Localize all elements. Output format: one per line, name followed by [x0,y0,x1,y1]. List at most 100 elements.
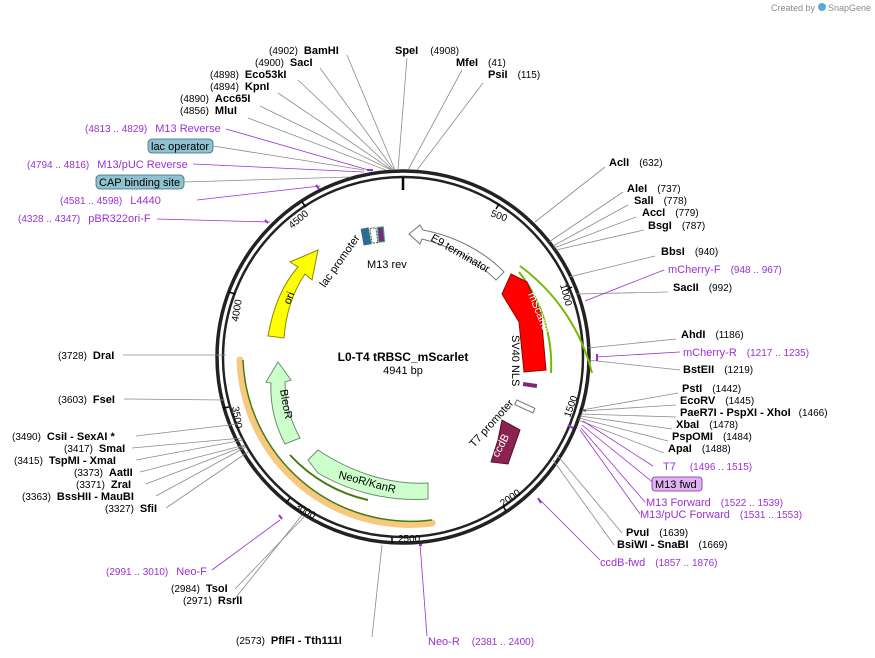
plasmid-length: 4941 bp [383,365,423,377]
primer-name-m13-reverse: M13 Reverse [155,123,220,135]
primer-pos-m13puc-reverse: (4794 .. 4816) [27,160,89,171]
primer-name-neo-f: Neo-F [176,566,207,578]
feature-label-sv40-nls: SV40 NLS [509,335,521,386]
site-pos-aatii: (3373) [74,468,103,479]
site-name-pvui: PvuI [626,527,649,539]
svg-text:(4894)KpnI: (4894) KpnI [210,81,269,93]
primer-pos-neo-r: (2381 .. 2400) [472,637,534,648]
primer-name-ccdb-fwd: ccdB-fwd [600,557,645,569]
site-name-smai: SmaI [99,443,125,455]
feature-label-m13-rev: M13 rev [367,259,407,271]
svg-text:AccI(779): AccI(779) [642,207,699,219]
feature-ccdb[interactable] [490,419,521,465]
site-name-mfei: MfeI [456,57,478,69]
feature-label-lac-promoter: lac promoter [318,232,363,289]
feature-sv40-nls[interactable] [522,382,538,388]
site-name-kpni: KpnI [245,81,269,93]
feature-mscarlet[interactable] [501,273,547,373]
tick-mark-2000 [502,505,507,512]
svg-text:MfeI(41): MfeI(41) [456,57,506,69]
site-name-mlui: MluI [215,105,237,117]
m13-fwd-box[interactable] [651,476,703,492]
site-pos-bsshii: (3363) [22,492,51,503]
svg-text:(4898)Eco53kI: (4898)Eco53kI [210,69,287,81]
primer-pos-mcherry-f: (948 .. 967) [731,265,782,276]
primer-pos-t7: (1496 .. 1515) [690,462,752,473]
svg-text:mCherry-F(948 .. 967): mCherry-F (948 .. 967) [668,264,782,276]
feature-lac-promoter-block[interactable] [369,227,379,244]
feature-m13-rev-block[interactable] [376,226,386,243]
site-pos-kpni: (4894) [210,82,239,93]
primer-ticks [264,169,598,546]
site-name-sali: SalI [634,195,654,207]
site-name-csii: CsiI - SexAI * [47,431,116,443]
primer-pos-neo-f: (2991 .. 3010) [106,567,168,578]
site-pos-smai: (3417) [64,444,93,455]
site-pos-psii: (115) [518,70,541,81]
site-name-paer7i: PaeR7I - PspXI - XhoI [680,407,791,419]
site-pos-acc65i: (4890) [180,94,209,105]
primer-pos-pbr322ori-f: (4328 .. 4347) [18,214,80,225]
site-name-bsshii: BssHII - MauBI [57,491,134,503]
primer-name-pbr322ori-f: pBR322ori-F [88,213,151,225]
feature-bleor[interactable] [265,361,301,445]
arc-mscarlet-top [519,265,593,374]
svg-text:(3728)DraI: (3728)DraI [58,350,114,362]
feature-label-ori: ori [282,290,298,306]
site-pos-mlui: (4856) [180,106,209,117]
primer-name-m13puc-reverse: M13/pUC Reverse [97,159,187,171]
site-name-ahdi: AhdI [681,329,705,341]
site-name-acci: AccI [642,207,665,219]
svg-text:(4900)SacI: (4900)SacI [255,57,313,69]
site-name-fsei: FseI [93,394,115,406]
svg-text:AleI(737): AleI (737) [627,183,681,195]
svg-text:PsiI(115): PsiI(115) [488,69,540,81]
tick-label-2500: 2500 [398,534,421,545]
site-pos-ecorv: (1445) [725,396,754,407]
cap-binding-site-leader [183,176,351,183]
site-pos-spei: (4908) [430,46,459,57]
site-name-aatii: AatII [109,467,133,479]
tick-label-3500: 3500 [229,406,244,430]
site-pos-pspomi: (1484) [723,432,752,443]
site-pos-psti: (1442) [712,384,741,395]
site-pos-fsei: (3603) [58,395,87,406]
svg-text:SalI(778): SalI(778) [634,195,687,207]
site-pos-bsgi: (787) [682,221,705,232]
svg-text:T7(1496 .. 1515): T7(1496 .. 1515) [663,461,752,473]
svg-text:PvuI(1639): PvuI(1639) [626,527,688,539]
feature-t7-promoter[interactable] [514,399,536,414]
site-name-bamhi: BamHI [304,45,339,57]
primer-name-m13-forward: M13 Forward [646,497,711,509]
feature-label-bleor: BleoR [277,388,294,420]
site-pos-ahdi: (1186) [715,330,743,341]
site-pos-xbai: (1478) [709,420,738,431]
site-name-apai: ApaI [668,443,692,455]
feature-neor-kanr[interactable] [307,449,429,500]
arc-neo-orange [236,356,436,528]
site-name-alei: AleI [627,183,647,195]
svg-text:(3417)SmaI: (3417) SmaI [64,443,125,455]
feature-ori[interactable] [267,249,319,339]
tick-mark-3000 [285,497,291,504]
svg-text:PaeR7I - PspXI - XhoI(1466): PaeR7I - PspXI - XhoI (1466) [680,407,828,419]
primer-name-mcherry-f: mCherry-F [668,264,721,276]
site-pos-paer7i: (1466) [799,408,828,419]
primer-name-m13puc-forward: M13/pUC Forward [640,509,730,521]
site-leader-lines [123,54,681,638]
svg-text:(4902)BamHI: (4902) BamHI [269,45,339,57]
feature-cap-site-block[interactable] [360,227,372,246]
site-name-bbsi: BbsI [661,246,685,258]
primer-leader-lines [156,128,681,637]
feature-e9-terminator[interactable] [408,224,505,281]
tick-mark-3500 [222,406,230,409]
site-name-rsrii: RsrII [218,595,242,607]
primer-pos-mcherry-r: (1217 .. 1235) [747,348,809,359]
svg-text:Neo-R(2381 .. 2400): Neo-R(2381 .. 2400) [428,636,534,648]
primer-pos-ccdb-fwd: (1857 .. 1876) [655,558,717,569]
site-pos-bamhi: (4902) [269,46,298,57]
lac-operator-leader [212,145,365,171]
tick-label-2000: 2000 [498,487,523,509]
svg-text:PstI(1442): PstI(1442) [682,383,741,395]
site-pos-alei: (737) [657,184,680,195]
